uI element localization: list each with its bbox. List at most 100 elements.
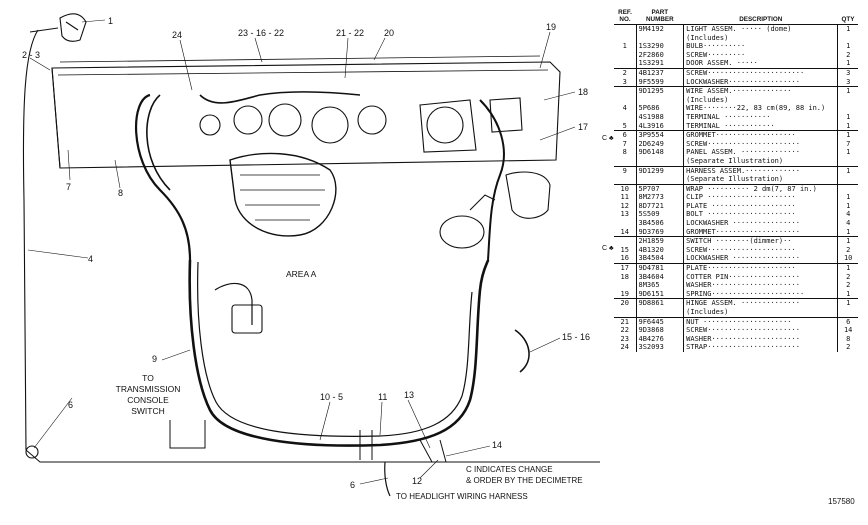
cell-qty	[838, 308, 858, 317]
svg-text:SWITCH: SWITCH	[131, 406, 165, 416]
cell-desc: SCREW·········	[683, 50, 839, 60]
cell-ref: 13	[614, 210, 637, 220]
cell-desc: BOLT ·····················	[683, 210, 839, 220]
callout-10-5: 10 - 5	[320, 392, 343, 402]
callout-4: 4	[88, 254, 93, 264]
cell-qty: 1	[846, 193, 851, 202]
cell-pn: 9D6151	[636, 289, 685, 299]
header-description: DESCRIPTION	[683, 8, 838, 25]
cell-desc: CLIP ·····················	[683, 193, 839, 202]
svg-text:CONSOLE: CONSOLE	[127, 395, 169, 405]
callout-9: 9	[152, 354, 157, 364]
callout-19: 19	[546, 22, 556, 32]
cell-pn	[636, 33, 685, 43]
cell-pn: 4S1988	[636, 112, 685, 122]
cell-ref	[614, 95, 637, 105]
callout-13: 13	[404, 390, 414, 400]
cell-ref: 4	[614, 104, 637, 113]
cell-desc: (Includes)	[683, 95, 839, 105]
cell-desc: WASHER·····················	[683, 281, 839, 290]
cell-pn: 1S3290	[636, 42, 685, 51]
callout-11: 11	[378, 392, 387, 402]
cell-pn	[636, 175, 685, 185]
cell-ref: 3	[614, 77, 637, 87]
callout-8: 8	[118, 188, 123, 198]
cell-qty: 1	[837, 298, 858, 308]
cell-pn: 2H1859	[636, 236, 685, 246]
callout-17: 17	[578, 122, 588, 132]
header-ref: REF.NO.	[614, 8, 636, 25]
cell-ref: 11	[614, 193, 637, 202]
headlight-harness-label: TO HEADLIGHT WIRING HARNESS	[396, 492, 528, 501]
cell-qty	[837, 183, 858, 194]
cell-ref	[614, 33, 637, 43]
change-note: C INDICATES CHANGE & ORDER BY THE DECIME…	[466, 465, 583, 485]
cell-qty: 2	[846, 343, 851, 352]
callout-12: 12	[412, 476, 422, 486]
cell-qty: 8	[846, 334, 851, 343]
cell-pn: 5P707	[636, 183, 685, 194]
transmission-switch-label: TO TRANSMISSION CONSOLE SWITCH	[116, 373, 181, 416]
cell-ref	[614, 175, 637, 185]
gauge-4	[357, 105, 387, 135]
table-row: (Separate Illustration)	[614, 156, 858, 166]
cell-pn: 4B1237	[636, 67, 685, 78]
cell-desc: (Includes)	[683, 308, 839, 318]
callout-20: 20	[384, 28, 394, 38]
cell-desc: LOCKWASHER·················	[683, 77, 839, 87]
cell-qty: 10	[843, 254, 853, 263]
cell-pn: 9D4781	[636, 263, 685, 273]
cell-qty	[838, 104, 858, 113]
cell-desc: COTTER PIN·················	[683, 272, 839, 282]
cell-pn: 4L3916	[636, 121, 685, 131]
cell-pn: 3B4506	[636, 219, 685, 228]
cell-qty: 3	[837, 67, 858, 78]
cell-desc: LOCKWASHER ················	[683, 254, 839, 264]
cell-ref: 21	[614, 316, 637, 327]
transmission-connector	[231, 304, 263, 334]
cell-ref: 18	[614, 272, 637, 282]
cell-pn: 9D1295	[636, 86, 685, 96]
cell-qty: 1	[846, 227, 851, 236]
cell-pn: 9D6148	[636, 148, 685, 157]
callout-14: 14	[492, 440, 502, 450]
cell-desc: TERMINAL ············	[683, 121, 839, 131]
cell-desc: (Separate Illustration)	[683, 156, 839, 166]
cell-desc: STRAP······················	[683, 343, 839, 352]
table-row: (Separate Illustration)	[614, 175, 858, 185]
cell-qty: 1	[846, 148, 851, 157]
svg-text:C INDICATES CHANGE: C INDICATES CHANGE	[466, 465, 553, 474]
grommet-6	[25, 445, 39, 459]
cell-pn: 2D6249	[636, 139, 685, 149]
cell-qty: 1	[846, 59, 851, 68]
change-mark: C ♣	[602, 245, 614, 253]
cell-qty: 2	[846, 245, 851, 254]
wiring-harness-diagram: 1 2 - 3 4 7 8 24 23 - 16 - 22 21 - 22 20…	[22, 13, 600, 501]
cell-pn: 5S509	[636, 210, 685, 220]
cell-pn: 8M365	[636, 281, 685, 290]
cell-pn	[636, 156, 685, 166]
cell-ref: 22	[614, 326, 637, 335]
cell-qty	[838, 157, 858, 166]
cell-desc: WIRE········22, 83 cm(89, 88 in.)	[683, 104, 839, 113]
cell-desc: PANEL ASSEM. ··············	[683, 148, 839, 157]
cell-desc: DOOR ASSEM. ·····	[683, 59, 839, 69]
change-mark: C ♣	[602, 134, 614, 142]
cell-desc: NUT ·····················	[683, 316, 839, 327]
cell-desc: SCREW·····················	[683, 245, 839, 255]
